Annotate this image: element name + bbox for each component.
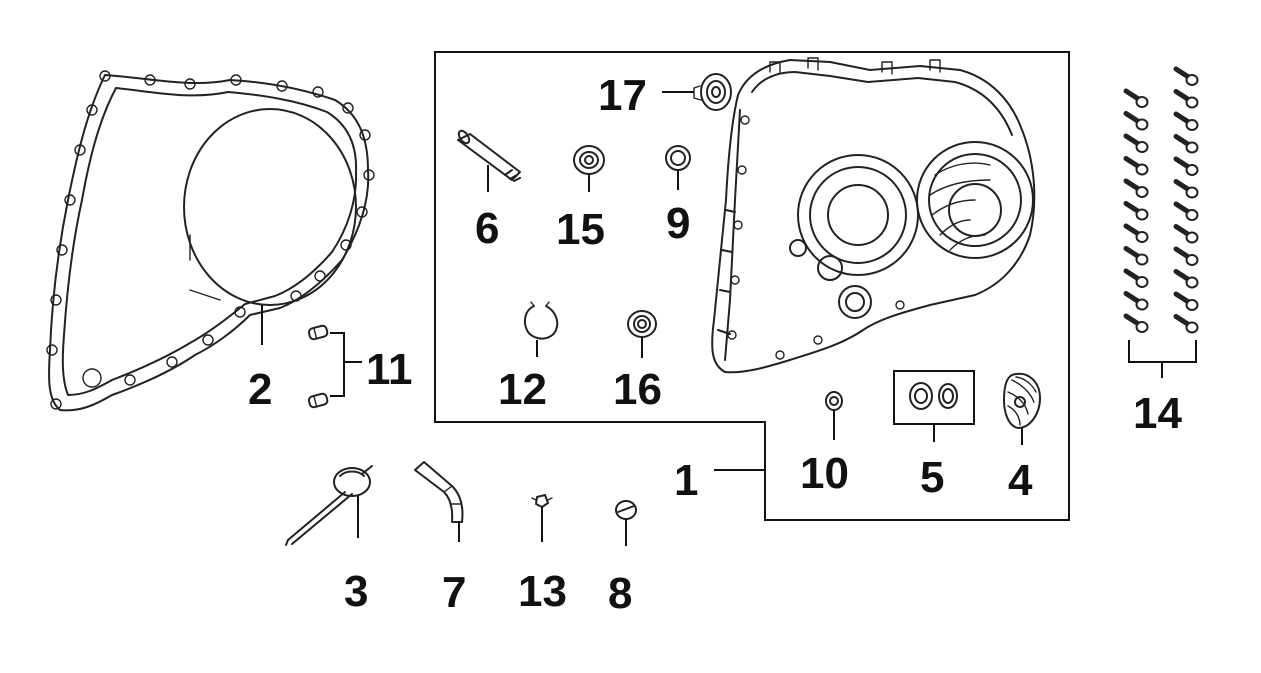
label-part-7: 7 (442, 568, 466, 617)
clutch-cover-part-1 (711, 57, 1036, 374)
bearing-part-17 (693, 73, 732, 111)
screw-plug-part-8 (615, 500, 637, 520)
bolt (1123, 313, 1149, 333)
bolts-part-14 (1123, 66, 1199, 334)
bolt (1173, 269, 1199, 289)
bolt (1173, 66, 1199, 86)
label-part-3: 3 (344, 567, 368, 616)
dowel-pins-part-11 (307, 324, 329, 409)
bolt (1123, 133, 1149, 153)
oil-seal-part-9 (665, 145, 691, 171)
bolt (1173, 224, 1199, 244)
bolt (1123, 223, 1149, 243)
bolt (1123, 88, 1149, 108)
label-part-14: 14 (1133, 389, 1182, 438)
bolt (1123, 246, 1149, 266)
bolt (1123, 291, 1149, 311)
label-part-12: 12 (498, 365, 547, 414)
seal-part-10 (825, 391, 843, 411)
bolt (1123, 111, 1149, 131)
leader-part-14 (1128, 340, 1197, 378)
label-part-15: 15 (556, 205, 605, 254)
label-part-6: 6 (475, 204, 499, 253)
label-part-2: 2 (248, 365, 272, 414)
label-part-8: 8 (608, 569, 632, 618)
gasket-part-2 (46, 70, 375, 412)
hose-part-7 (414, 461, 464, 523)
leader-part-11 (330, 332, 362, 397)
bolt (1173, 111, 1199, 131)
label-part-4: 4 (1008, 456, 1033, 505)
bolt (1123, 156, 1149, 176)
label-part-11: 11 (366, 345, 413, 394)
bolt (1173, 156, 1199, 176)
label-part-10: 10 (800, 449, 849, 498)
bolt (1173, 291, 1199, 311)
label-part-1: 1 (674, 456, 698, 505)
label-part-17: 17 (598, 71, 647, 120)
bolt (1173, 201, 1199, 221)
circlip-part-12 (523, 301, 559, 340)
seal-kit-part-5 (893, 370, 975, 425)
label-part-9: 9 (666, 199, 690, 248)
dipstick-part-3 (285, 465, 373, 546)
label-part-16: 16 (613, 365, 662, 414)
shaft-part-6 (457, 129, 521, 182)
part-1-group-frame (434, 51, 1070, 521)
bolt (1173, 314, 1199, 334)
bearing-part-16 (627, 310, 657, 338)
impeller-part-4 (1003, 372, 1041, 429)
bolt (1173, 134, 1199, 154)
bolt (1123, 178, 1149, 198)
bolt (1173, 89, 1199, 109)
bolt (1173, 246, 1199, 266)
bolt (1123, 268, 1149, 288)
bearing-part-15 (573, 145, 605, 175)
label-part-5: 5 (920, 453, 944, 502)
label-part-13: 13 (518, 567, 567, 616)
bolt (1173, 179, 1199, 199)
bolt (1123, 201, 1149, 221)
clip-part-13 (531, 494, 553, 508)
